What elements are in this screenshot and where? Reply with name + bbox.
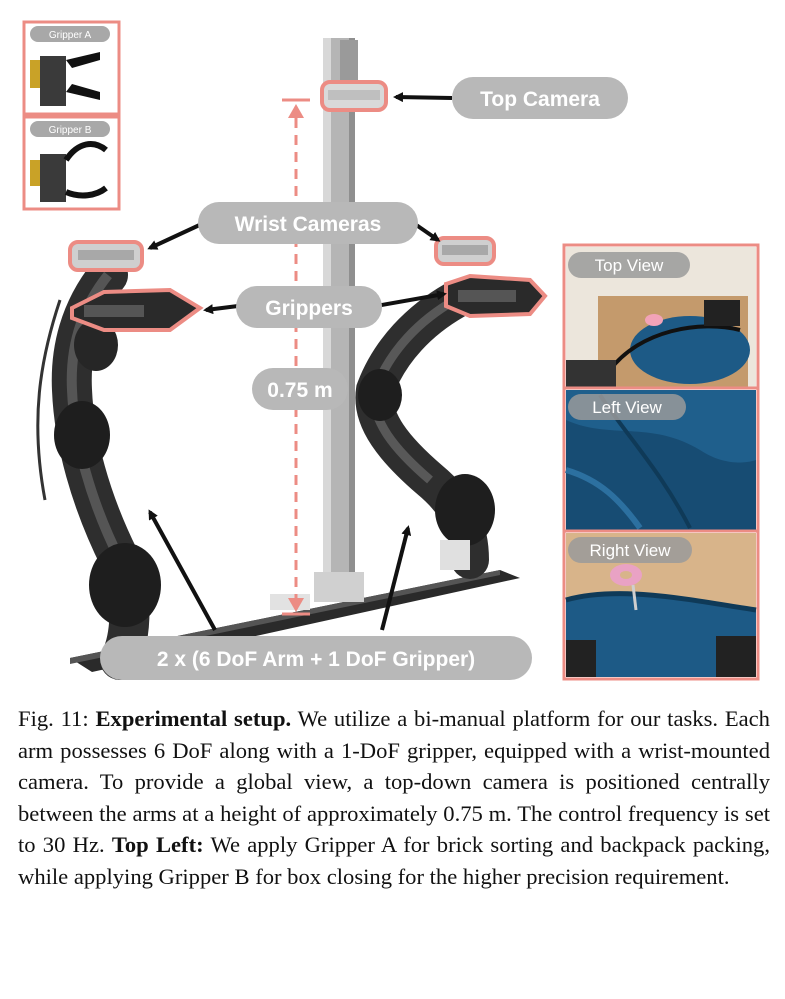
height-indicator [282,100,310,614]
svg-text:Top View: Top View [595,256,664,275]
gripper-b-inset: Gripper B [24,117,119,209]
camera-views-panel: Top View Left View Right View [564,245,758,679]
right-arm [358,300,495,570]
svg-text:Top Camera: Top Camera [480,88,600,111]
grippers-label: Grippers [236,286,382,328]
top-camera-label: Top Camera [452,77,628,119]
svg-text:Grippers: Grippers [265,297,353,320]
svg-text:2 x (6 DoF Arm + 1 DoF Gripper: 2 x (6 DoF Arm + 1 DoF Gripper) [157,648,475,671]
figure-caption: Fig. 11: Experimental setup. We utilize … [18,703,770,892]
gripper-a-inset: Gripper A [24,22,119,114]
svg-text:Wrist Cameras: Wrist Cameras [235,213,382,236]
left-arm [38,275,161,660]
svg-text:Right View: Right View [590,541,672,560]
height-label: 0.75 m [252,368,348,410]
experimental-setup-figure: Top Camera Wrist Cameras Grippers 0.75 m… [0,0,785,690]
right-view-label: Right View [568,537,692,563]
svg-text:0.75 m: 0.75 m [267,379,332,402]
top-camera [322,82,386,110]
svg-text:Gripper A: Gripper A [49,30,92,41]
right-wrist-camera [436,238,494,264]
wrist-cameras-label: Wrist Cameras [198,202,418,244]
caption-title-2: Top Left: [112,832,204,857]
svg-text:Left View: Left View [592,398,662,417]
right-gripper [446,276,545,316]
svg-text:Gripper B: Gripper B [49,125,92,136]
caption-title: Experimental setup. [95,706,291,731]
left-wrist-camera [70,242,142,270]
top-view-label: Top View [568,252,690,278]
caption-prefix: Fig. 11: [18,706,95,731]
arms-label: 2 x (6 DoF Arm + 1 DoF Gripper) [100,636,532,680]
left-view-label: Left View [568,394,686,420]
